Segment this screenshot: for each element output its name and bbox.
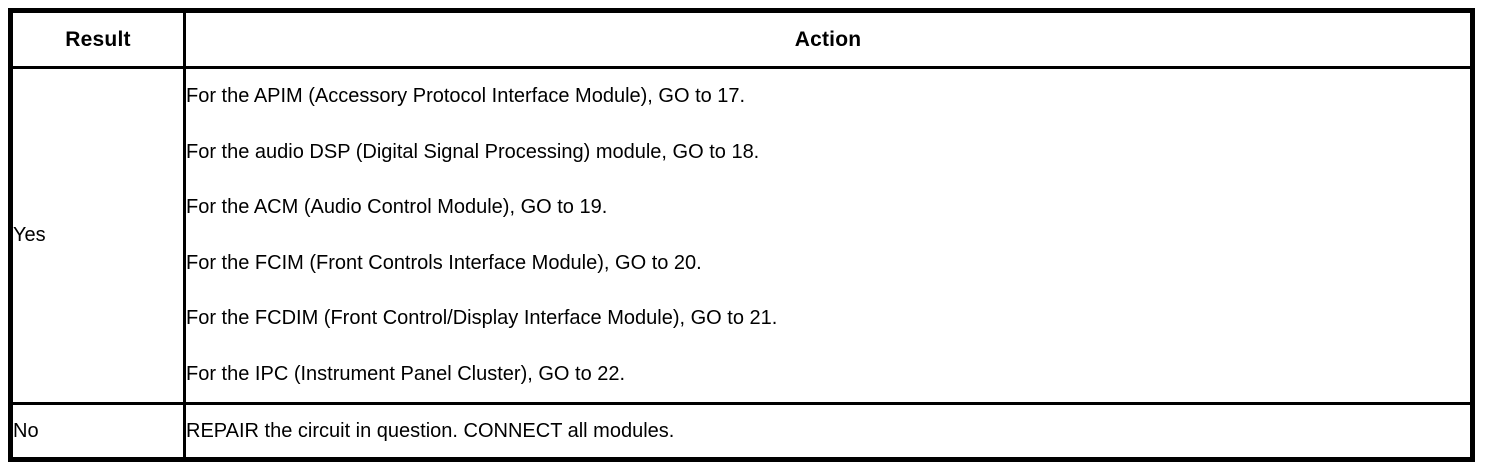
action-line-ipc: For the IPC (Instrument Panel Cluster), …	[186, 362, 626, 385]
table-header: Result Action	[9, 9, 1474, 69]
action-line-audio-dsp: For the audio DSP (Digital Signal Proces…	[186, 140, 760, 163]
action-line-repair: REPAIR the circuit in question. CONNECT …	[186, 420, 675, 442]
result-action-table: Result Action Yes For the APIM (Accessor…	[8, 8, 1475, 462]
action-line-fcim: For the FCIM (Front Controls Interface M…	[186, 251, 702, 274]
column-header-result: Result	[9, 9, 186, 69]
action-line-list: For the APIM (Accessory Protocol Interfa…	[186, 69, 1470, 402]
action-line-apim: For the APIM (Accessory Protocol Interfa…	[186, 85, 746, 107]
table-row: No REPAIR the circuit in question. CONNE…	[9, 402, 1474, 461]
column-header-action: Action	[183, 9, 1474, 69]
result-value-no: No	[9, 402, 186, 461]
action-line-acm: For the ACM (Audio Control Module), GO t…	[186, 196, 608, 218]
action-cell-no: REPAIR the circuit in question. CONNECT …	[183, 402, 1474, 461]
action-line-fcdim: For the FCDIM (Front Control/Display Int…	[186, 307, 778, 329]
table-row: Yes For the APIM (Accessory Protocol Int…	[9, 66, 1474, 405]
result-value-yes: Yes	[9, 66, 186, 405]
action-cell-yes: For the APIM (Accessory Protocol Interfa…	[183, 66, 1474, 405]
table-body: Yes For the APIM (Accessory Protocol Int…	[9, 66, 1474, 461]
table-header-row: Result Action	[9, 9, 1474, 69]
diagnostic-table-container: Result Action Yes For the APIM (Accessor…	[8, 8, 1475, 462]
